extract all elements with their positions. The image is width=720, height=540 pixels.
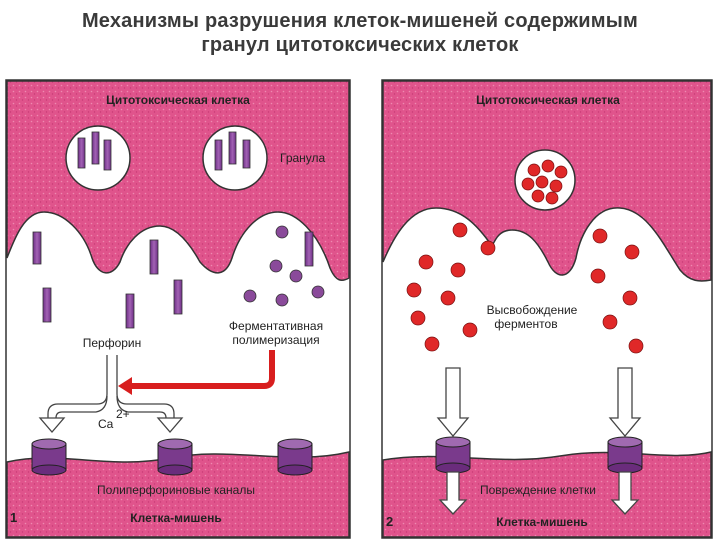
damage-label: Повреждение клетки xyxy=(480,483,596,497)
perforin-channel xyxy=(31,438,67,476)
calcium-charge: 2+ xyxy=(116,407,130,421)
enzyme-balls xyxy=(243,225,325,307)
calcium-label: Ca xyxy=(98,417,114,431)
enzyme-release-line2: ферментов xyxy=(494,317,557,331)
title-line-1: Механизмы разрушения клеток-мишеней соде… xyxy=(81,10,639,32)
perforin-channel xyxy=(607,436,643,474)
target-cell-label: Клетка-мишень xyxy=(496,515,587,529)
perforin-molecules xyxy=(32,231,314,329)
cytotoxic-cell-label: Цитотоксическая клетка xyxy=(476,93,620,107)
panel-number: 1 xyxy=(10,510,17,525)
granule-label: Гранула xyxy=(280,151,326,165)
panel-2: Цитотоксическая клетка xyxy=(381,79,713,539)
cytotoxic-cell-label: Цитотоксическая клетка xyxy=(106,93,250,107)
enzyme-release-line1: Высвобождение xyxy=(487,303,578,317)
perforin-channel xyxy=(157,438,193,476)
enzyme-polymerization-line1: Ферментативная xyxy=(229,319,323,333)
released-enzymes xyxy=(406,222,644,354)
granule xyxy=(514,149,576,211)
branching-arrow xyxy=(47,355,175,419)
polymerization-arrow xyxy=(128,350,275,389)
panel-number: 2 xyxy=(386,514,393,529)
perforin-label: Перфорин xyxy=(83,336,142,350)
title-line-2: гранул цитотоксических клеток xyxy=(201,34,519,56)
damage-arrow xyxy=(438,471,640,515)
target-cell-label: Клетка-мишень xyxy=(130,511,221,525)
enzyme-polymerization-line2: полимеризация xyxy=(232,333,319,347)
panel-1: Цитотоксическая клетка Гранула xyxy=(5,79,351,539)
granule xyxy=(65,125,131,191)
perforin-channel xyxy=(435,436,471,474)
granule xyxy=(202,125,268,191)
channels-label: Полиперфориновые каналы xyxy=(97,483,255,497)
perforin-channel xyxy=(277,438,313,476)
release-arrow xyxy=(436,367,642,438)
